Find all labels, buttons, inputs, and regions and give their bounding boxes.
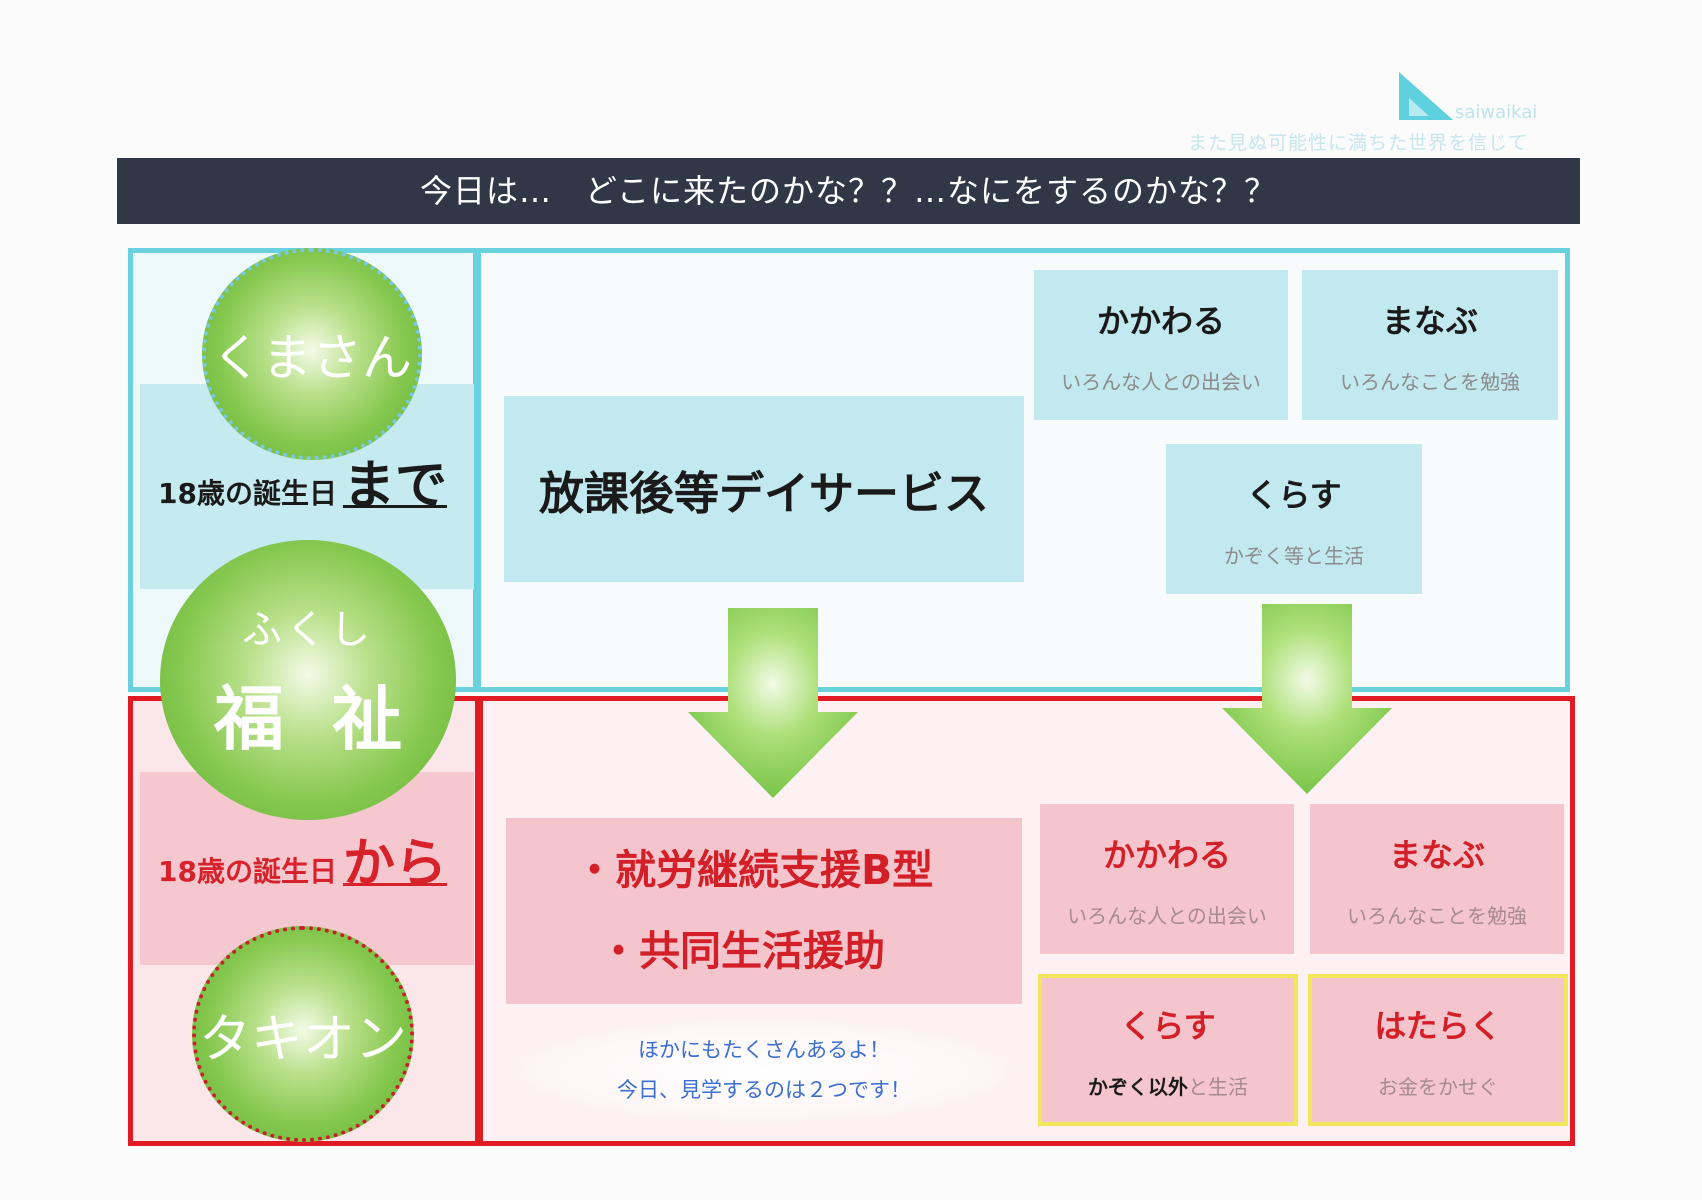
note-ellipse: ほかにもたくさんあるよ！ 今日、見学するのは２つです！: [506, 1018, 1022, 1124]
item-title: くらす: [1246, 475, 1342, 514]
fukushi-circle: ふくし 福祉: [160, 540, 456, 820]
item-subtitle: かぞく以外と生活: [1088, 1071, 1248, 1100]
age-from-emphasis: から: [342, 834, 447, 894]
work-service-box: ・就労継続支援B型 ・共同生活援助: [506, 818, 1022, 1004]
day-service-box: 放課後等デイサービス: [504, 396, 1024, 582]
item-subtitle-bold: かぞく以外: [1088, 1074, 1188, 1099]
service-line: ・共同生活援助: [598, 927, 885, 975]
item-subtitle: かぞく等と生活: [1224, 543, 1364, 568]
fukushi-kanji: 福祉: [214, 677, 450, 760]
logo-wordmark: saiwaikai: [1455, 102, 1538, 123]
item-subtitle: いろんな人との出会い: [1061, 369, 1261, 394]
item-title: まなぶ: [1388, 835, 1485, 874]
item-title: かかわる: [1102, 835, 1231, 874]
age-until-prefix: 18歳の誕生日: [158, 477, 337, 510]
takion-label: タキオン: [198, 1009, 407, 1070]
down-arrow-icon: [1222, 604, 1392, 794]
bottom-item-hataraku: はたらく お金をかせぐ: [1308, 974, 1568, 1126]
age-until-label: 18歳の誕生日 まで: [158, 460, 447, 512]
takion-circle: タキオン: [192, 926, 414, 1142]
top-item-manabu: まなぶ いろんなことを勉強: [1302, 270, 1558, 420]
kumasan-label: くまさん: [212, 329, 412, 387]
logo-tagline: また見ぬ可能性に満ちた世界を信じて: [1188, 132, 1529, 154]
top-item-kakawaru: かかわる いろんな人との出会い: [1034, 270, 1288, 420]
item-title: くらす: [1120, 1006, 1216, 1045]
item-subtitle: いろんなことを勉強: [1347, 903, 1527, 928]
page-title: 今日は… どこに来たのかな？？…なにをするのかな？？: [117, 158, 1580, 224]
triangle-logo-icon: [1399, 72, 1453, 120]
bottom-item-kakawaru: かかわる いろんな人との出会い: [1040, 804, 1294, 954]
item-title: かかわる: [1096, 301, 1225, 340]
item-subtitle: いろんなことを勉強: [1340, 369, 1520, 394]
item-title: はたらく: [1374, 1006, 1502, 1045]
note-line: 今日、見学するのは２つです！: [617, 1078, 911, 1102]
bottom-item-kurasu: くらす かぞく以外と生活: [1038, 974, 1298, 1126]
note-line: ほかにもたくさんあるよ！: [638, 1038, 890, 1063]
item-subtitle: いろんな人との出会い: [1067, 903, 1267, 928]
item-title: まなぶ: [1381, 301, 1478, 340]
age-until-emphasis: まで: [342, 456, 447, 516]
age-from-label: 18歳の誕生日 から: [158, 838, 447, 890]
age-from-prefix: 18歳の誕生日: [158, 855, 337, 888]
top-item-kurasu: くらす かぞく等と生活: [1166, 444, 1422, 594]
fukushi-ruby: ふくし: [242, 606, 374, 653]
down-arrow-icon: [688, 608, 858, 798]
bottom-item-manabu: まなぶ いろんなことを勉強: [1310, 804, 1564, 954]
service-line: ・就労継続支援B型: [574, 846, 934, 894]
item-subtitle: お金をかせぐ: [1378, 1074, 1498, 1099]
kumasan-circle: くまさん: [202, 248, 422, 460]
item-subtitle-rest: と生活: [1188, 1074, 1248, 1099]
